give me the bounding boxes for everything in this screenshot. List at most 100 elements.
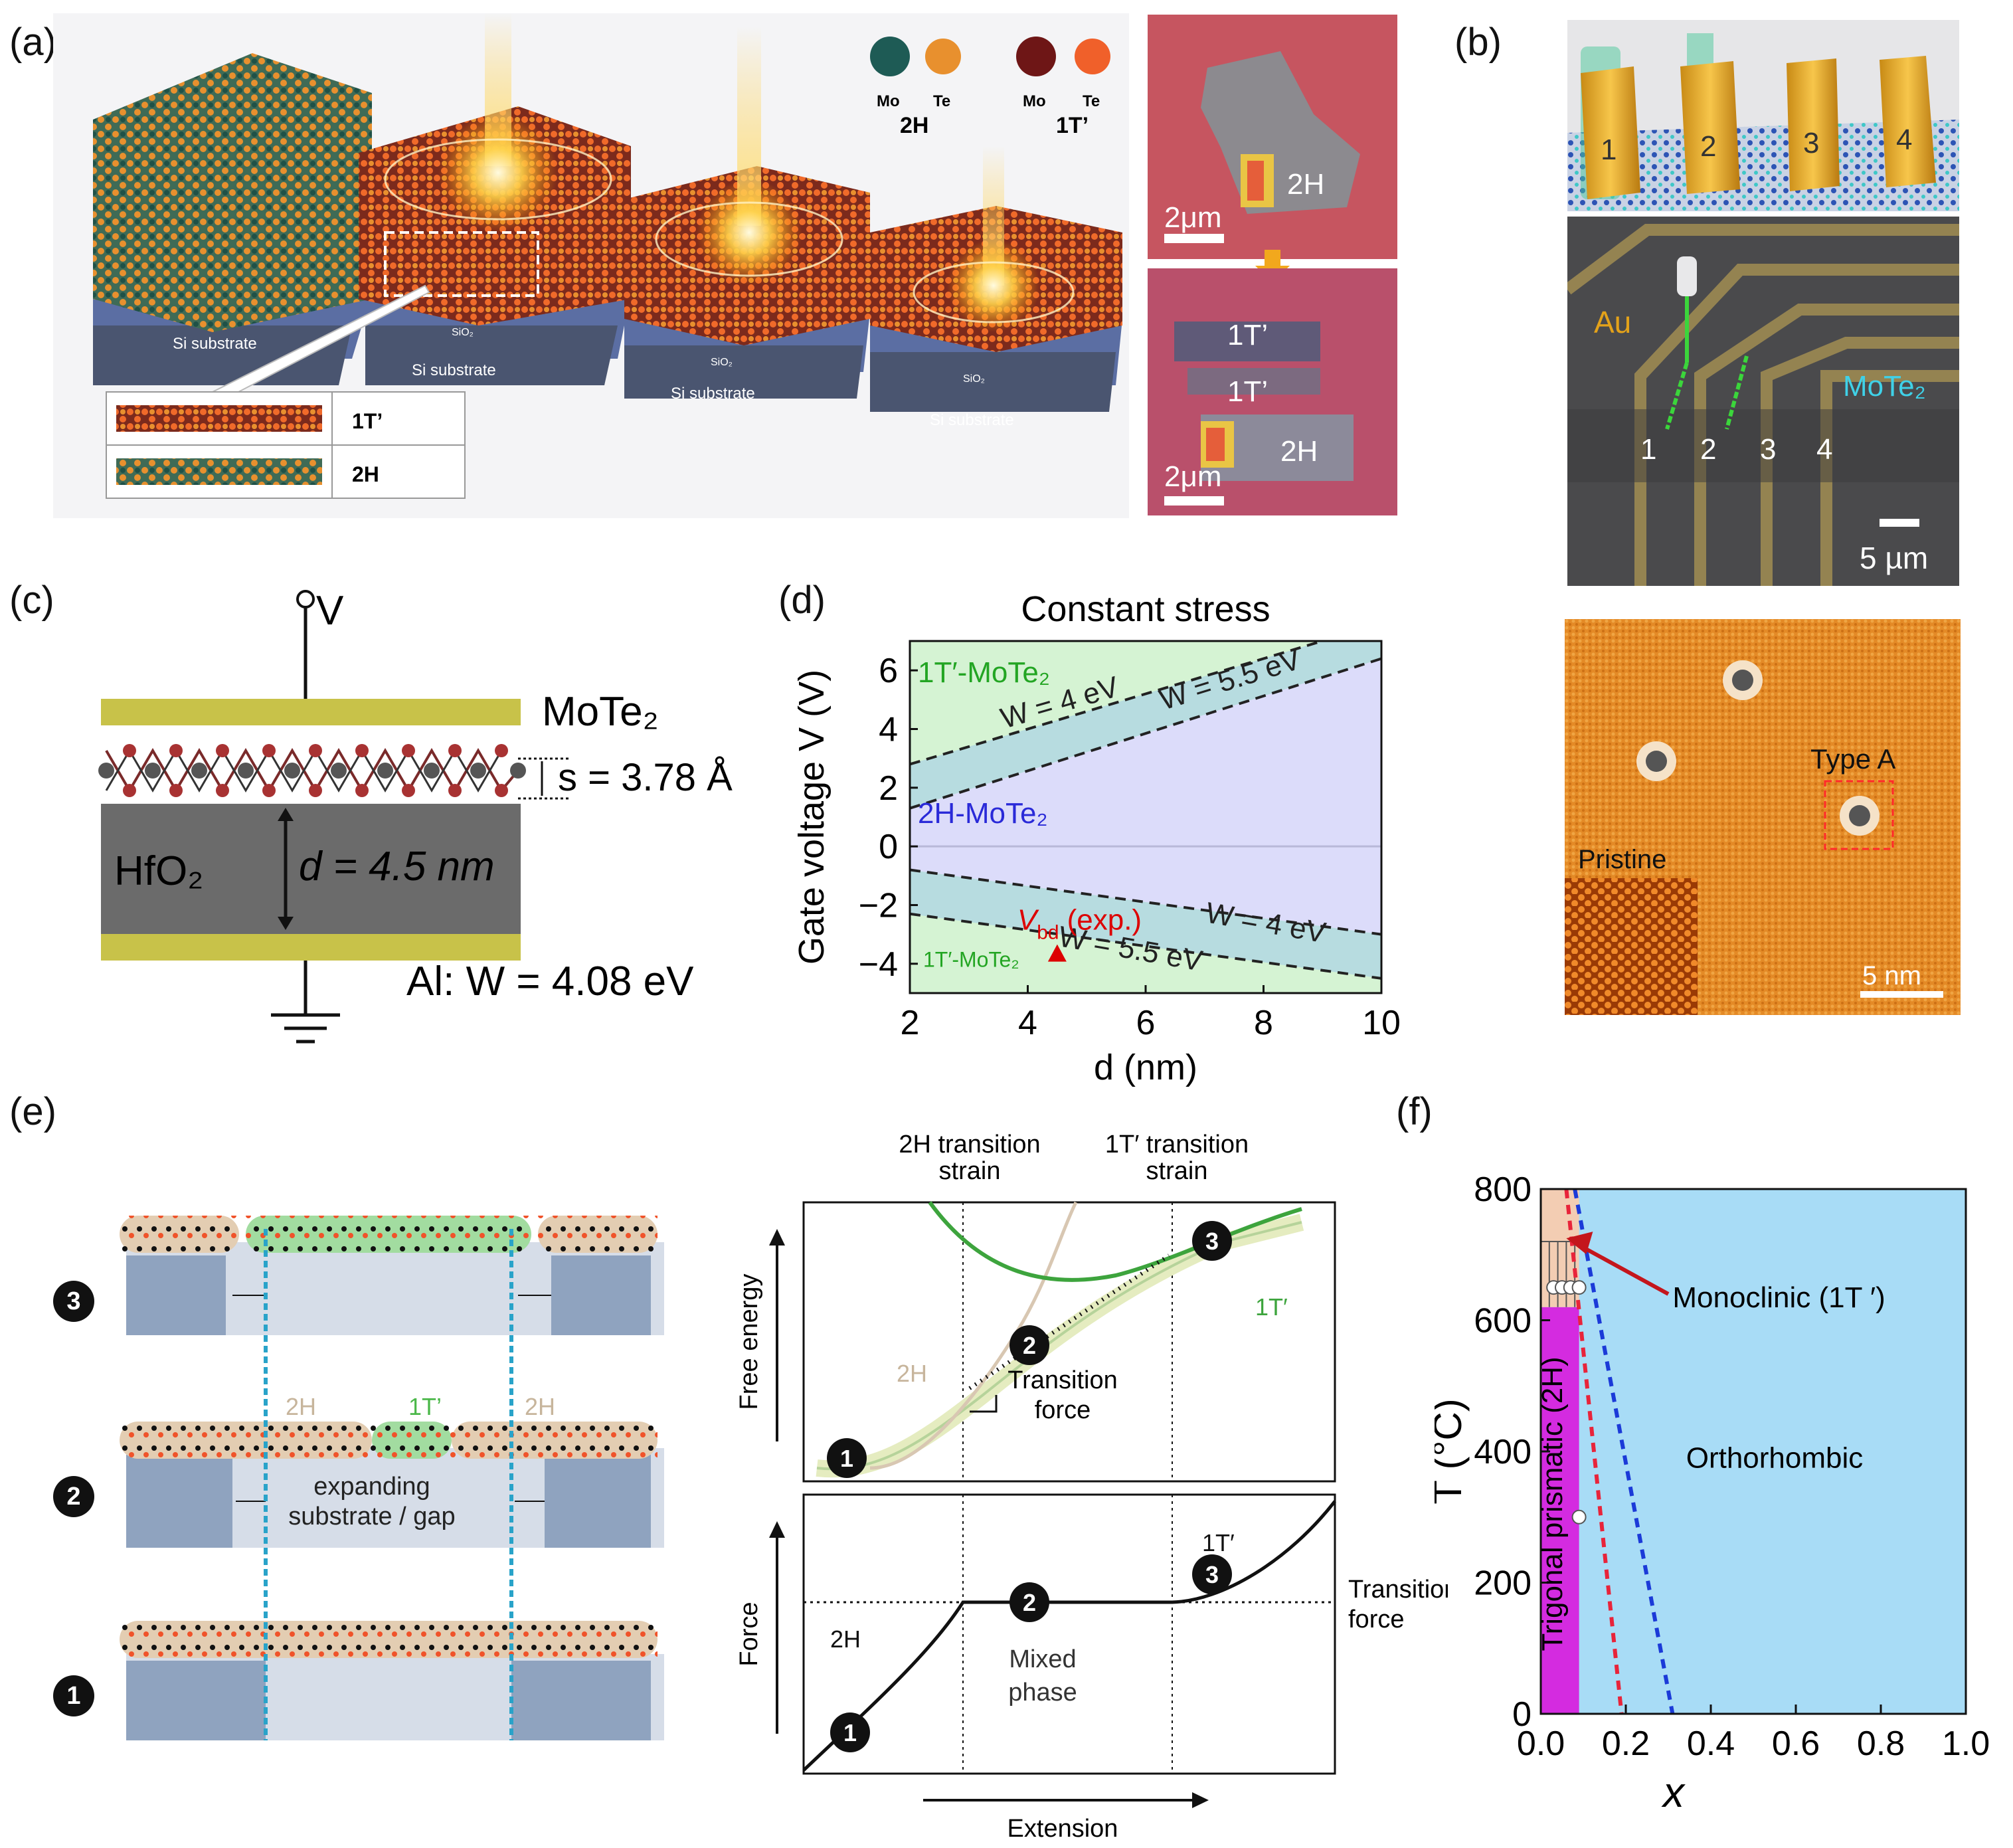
al-workfunction-label: Al: W = 4.08 eV [406, 959, 694, 1004]
te-atom-1t-icon [1075, 39, 1110, 74]
stage2-label-2h-left: 2H [286, 1393, 316, 1420]
hfo2-label: HfO₂ [114, 848, 203, 894]
xtick-label: 0.6 [1772, 1724, 1820, 1763]
ytick-label: 800 [1474, 1170, 1532, 1209]
top-electrode [101, 699, 521, 725]
stage2-label-2h-right: 2H [525, 1393, 555, 1420]
sio2-label-3: SiO₂ [711, 357, 733, 368]
region-trigonal [1541, 1307, 1579, 1714]
stage-3 [120, 1216, 664, 1335]
s-dimension-label: s = 3.78 Å [558, 756, 733, 799]
xtick-label: 8 [1254, 1004, 1273, 1042]
stage-1 [120, 1621, 664, 1740]
strain-setup-diagram: 2H 1T’ 2H expanding substrate / gap [120, 1216, 664, 1740]
header-1t-line2: strain [1146, 1157, 1208, 1185]
laser-spot-1 [438, 113, 558, 232]
sio2-label-4: SiO₂ [963, 373, 985, 385]
sem-number-4: 4 [1816, 433, 1832, 466]
mixed-phase-line2: phase [1008, 1679, 1077, 1707]
si-label-1: Si substrate [173, 335, 257, 353]
panel-label-a: (a) [9, 21, 56, 64]
scale-bar-top [1164, 234, 1224, 243]
xtick-label: 2 [901, 1004, 920, 1042]
force-axis-arrow-icon [769, 1521, 785, 1538]
laser-spot-3 [947, 239, 1040, 332]
force-label-1t: 1T′ [1202, 1529, 1235, 1556]
sem-au-label: Au [1594, 305, 1631, 339]
header-2h-line1: 2H transition [899, 1131, 1040, 1158]
chart-d-ylabel: Gate voltage V (V) [792, 670, 831, 965]
sem-scale-label: 5 µm [1860, 541, 1928, 575]
terminal-v-label: V [316, 588, 344, 634]
electrode-label-3: 3 [1803, 127, 1819, 159]
data-point [1571, 1509, 1587, 1525]
type-a-highlight-box [1824, 780, 1894, 850]
stm-scale-label: 5 nm [1862, 961, 1921, 990]
boundary-line-4 [910, 912, 1381, 980]
region-2h [910, 658, 1381, 935]
si-label-3: Si substrate [671, 385, 755, 403]
probe-tip-icon [1677, 256, 1697, 296]
boundary-line-2 [910, 657, 1381, 810]
micro-bottom-scale: 2μm [1164, 460, 1221, 493]
stm-type-a-label: Type A [1810, 743, 1895, 775]
legend-te-1t: Te [1083, 92, 1100, 110]
panel-label-c: (c) [9, 579, 54, 622]
header-1t-line1: 1T′ transition [1105, 1131, 1249, 1158]
transition-band-upper [910, 641, 1381, 808]
mo-atom-2h-icon [870, 37, 910, 76]
legend-te-2h: Te [933, 92, 950, 110]
legend-mo-2h: Mo [877, 92, 900, 110]
data-point [1571, 1280, 1587, 1295]
step-badge-1: 1 [53, 1675, 94, 1716]
xtick-label: 10 [1362, 1004, 1401, 1042]
header-2h-line2: strain [939, 1157, 1001, 1185]
chart-d-xlabel: d (nm) [1094, 1048, 1197, 1087]
vbd-point-marker [1047, 944, 1067, 962]
xtick-label: 0.0 [1517, 1724, 1565, 1763]
xtick-label: 6 [1136, 1004, 1156, 1042]
xtick-label: 0.4 [1687, 1724, 1735, 1763]
defect-type-a [1840, 796, 1880, 836]
force-point-1: 1 [843, 1719, 857, 1746]
terminal-v-icon [296, 590, 315, 608]
force-point-2: 2 [1023, 1589, 1036, 1616]
ytick-label: 6 [879, 652, 898, 690]
electrode-label-1: 1 [1601, 134, 1617, 166]
sem-image: Au MoTe₂ 1 2 3 4 5 µm [1567, 217, 1959, 586]
sio2-label-2: SiO₂ [452, 327, 474, 338]
red-boundary-line [1564, 1188, 1624, 1714]
bottom-electrode [101, 934, 521, 961]
electrode-2 [1680, 61, 1740, 194]
legend-phase-2h: 2H [900, 113, 928, 138]
extension-xlabel: Extension [1007, 1815, 1118, 1840]
stm-image: Type A Pristine 5 nm [1565, 619, 1961, 1015]
inset-selection-box [384, 231, 539, 297]
ytick-label: 200 [1474, 1564, 1532, 1603]
ytick-label: −2 [859, 887, 898, 925]
step-badge-3: 3 [53, 1281, 94, 1322]
ytick-label: 0 [1512, 1695, 1532, 1734]
micro-bottom-phase2: 1T’ [1227, 375, 1268, 408]
panel-label-b: (b) [1454, 21, 1502, 64]
ytick-label: 4 [879, 711, 898, 749]
micrograph-after: 2μm 1T’ 1T’ 2H [1148, 268, 1397, 515]
ytick-label: 600 [1474, 1302, 1532, 1340]
mo-atom-1t-icon [1016, 37, 1056, 76]
micro-top-scale: 2μm [1164, 201, 1221, 234]
orthorhombic-label: Orthorhombic [1686, 1442, 1864, 1475]
energy-axis-arrow-icon [769, 1229, 785, 1246]
step-badge-2: 2 [53, 1476, 94, 1517]
micro-bottom-phase1: 1T’ [1227, 319, 1268, 351]
micrograph-before: 2μm 2H [1148, 15, 1397, 259]
panel-label-f: (f) [1396, 1090, 1433, 1133]
mixed-phase-line1: Mixed [1009, 1645, 1076, 1673]
si-label-4: Si substrate [930, 411, 1014, 429]
energy-force-plots: 2H transition strain 1T′ transition stra… [735, 1131, 1448, 1840]
vbd-point-label: Vbd(exp.) [1017, 904, 1142, 944]
region-label-1t-bottom: 1T′-MoTe₂ [923, 947, 1019, 971]
mote2-label: MoTe₂ [542, 689, 659, 735]
blue-boundary-line [1573, 1188, 1675, 1714]
inset-layer-diagram: 1T’ 2H [106, 391, 466, 499]
